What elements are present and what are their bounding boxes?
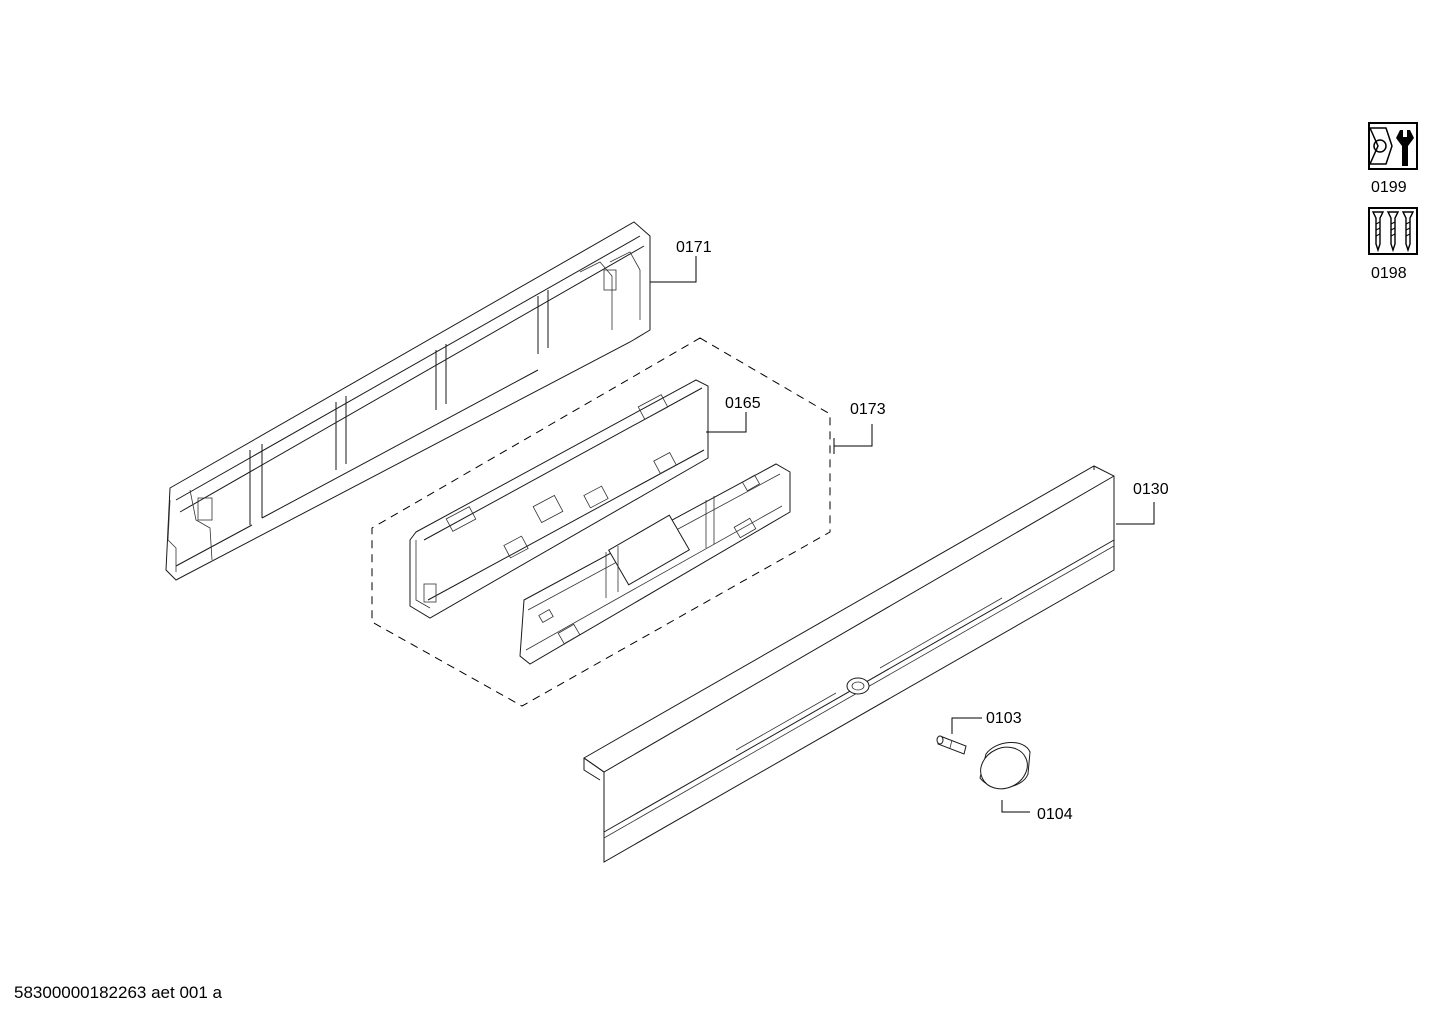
screws-icon [1368,207,1418,255]
leader-lines [650,256,1155,813]
label-0104: 0104 [1037,806,1073,823]
label-0198: 0198 [1371,265,1407,282]
label-0165: 0165 [725,395,761,412]
part-0171-frame [165,221,651,581]
label-0171: 0171 [676,239,712,256]
drawing-reference-code: 58300000182263 aet 001 a [14,983,223,1002]
label-0199: 0199 [1371,179,1407,196]
label-0103: 0103 [986,710,1022,727]
wrench-tool-icon [1368,122,1418,170]
label-0173: 0173 [850,401,886,418]
part-pcb-board [519,463,791,665]
part-0165-carrier [409,379,709,619]
part-0104-knob [979,742,1031,790]
part-0103-shaft [936,735,967,755]
assembly-0173-outline [371,337,831,707]
label-0130: 0130 [1133,481,1169,498]
part-0130-fascia [583,465,1115,863]
